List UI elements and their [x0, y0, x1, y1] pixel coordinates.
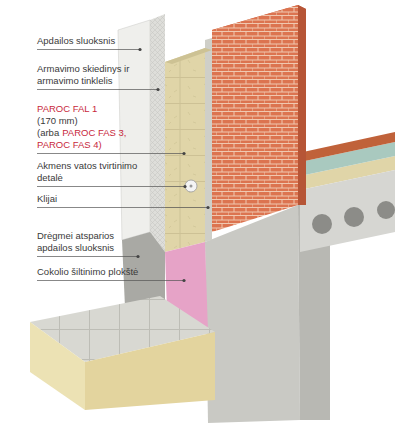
label-group: PAROC FAL 1(170 mm)(arbaPAROC FAS 3,PARO… — [37, 103, 157, 151]
leader-line — [37, 49, 140, 50]
leader-line — [37, 207, 208, 208]
part-label: Klijai — [37, 193, 57, 204]
part-label: PAROC FAS 3, — [62, 127, 126, 138]
leader-line — [37, 89, 158, 90]
part-label: (arba — [37, 127, 59, 138]
part-label: Drėgmei atsparios apdailos sluoksnis — [37, 230, 114, 253]
label-group: Akmens vatos tvirtinimo detalė — [37, 160, 142, 184]
leader-dot — [206, 206, 209, 209]
leader-line — [37, 280, 184, 281]
part-label: (170 mm) — [37, 115, 78, 126]
part-label: Armavimo skiedinys ir armavimo tinklelis — [37, 63, 129, 86]
leader-dot — [182, 279, 185, 282]
part-label: Cokolio šiltinimo plokštė — [37, 266, 138, 277]
part-label: PAROC FAL 1 — [37, 103, 97, 114]
leader-line — [37, 153, 184, 154]
label-group: Armavimo skiedinys ir armavimo tinklelis — [37, 63, 142, 87]
label-group: Cokolio šiltinimo plokštė — [37, 266, 142, 278]
label-group: Drėgmei atsparios apdailos sluoksnis — [37, 230, 142, 254]
leader-dot — [136, 255, 139, 258]
label-row: Cokolio šiltinimo plokštė — [37, 266, 142, 278]
part-label: Apdailos sluoksnis — [37, 35, 115, 46]
label-row: Drėgmei atsparios apdailos sluoksnis — [37, 230, 142, 254]
label-row: PAROC FAL 1 — [37, 103, 157, 115]
label-row: PAROC FAS 4) — [37, 139, 157, 151]
part-label: Akmens vatos tvirtinimo detalė — [37, 160, 137, 183]
label-row: Apdailos sluoksnis — [37, 35, 142, 47]
label-row: (170 mm) — [37, 115, 157, 127]
label-row: Akmens vatos tvirtinimo detalė — [37, 160, 142, 184]
label-group: Klijai — [37, 193, 142, 205]
leader-dot — [183, 185, 186, 188]
leader-line — [37, 256, 138, 257]
leader-dot — [138, 48, 141, 51]
leader-dot — [182, 152, 185, 155]
label-group: Apdailos sluoksnis — [37, 35, 142, 47]
leader-dot — [156, 88, 159, 91]
leader-line — [37, 186, 185, 187]
part-label: PAROC FAS 4) — [37, 139, 102, 150]
label-row: (arbaPAROC FAS 3, — [37, 127, 157, 139]
label-row: Armavimo skiedinys ir armavimo tinklelis — [37, 63, 142, 87]
label-row: Klijai — [37, 193, 142, 205]
